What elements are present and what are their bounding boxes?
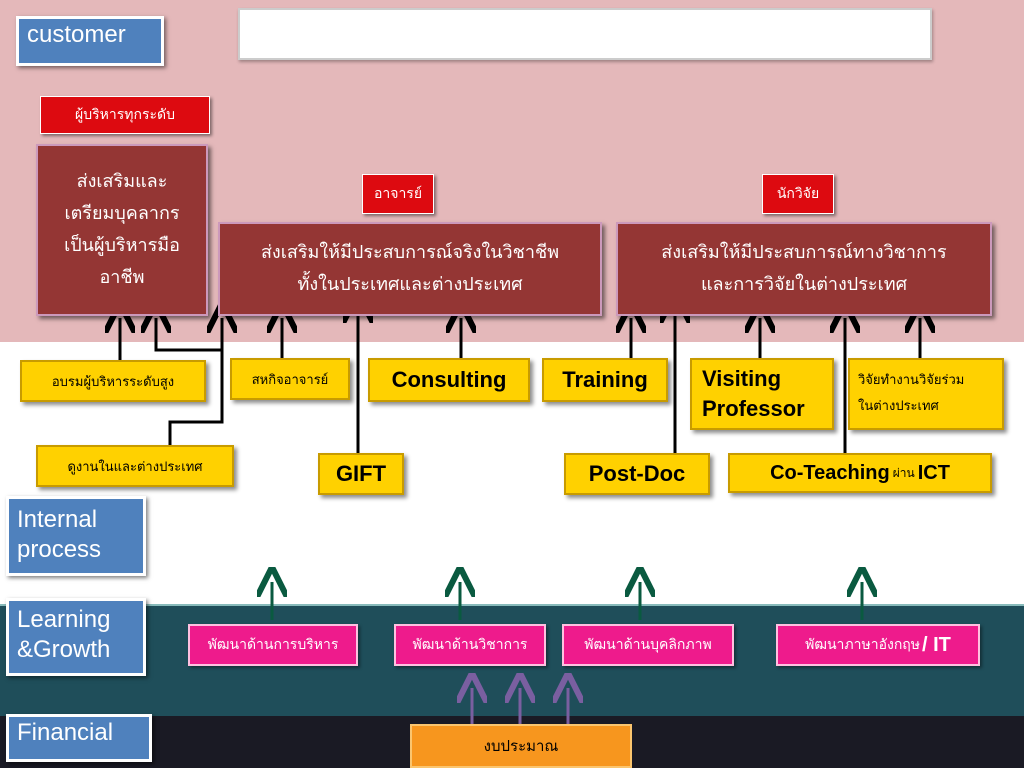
arrow-exec-elbow (156, 318, 222, 352)
joint-research-box: วิจัยทำงานวิจัยร่วม ในต่างประเทศ (848, 358, 1004, 430)
executive-goal-box: ส่งเสริมและ เตรียมบุคลากร เป็นผู้บริหารม… (36, 144, 208, 316)
colleague-box: สหกิจอาจารย์ (230, 358, 350, 400)
lecturers-label: อาจารย์ (362, 174, 434, 214)
lg-english-it-box: พัฒนาภาษาอังกฤษ / IT (776, 624, 980, 666)
lg-personality-box: พัฒนาด้านบุคลิกภาพ (562, 624, 734, 666)
consulting-box: Consulting (368, 358, 530, 402)
arrow-study-visit (168, 318, 222, 445)
exec-training-box: อบรมผู้บริหารระดับสูง (20, 360, 206, 402)
lg-management-box: พัฒนาด้านการบริหาร (188, 624, 358, 666)
lg-it-text: / IT (922, 633, 951, 656)
study-visit-box: ดูงานในและต่างประเทศ (36, 445, 234, 487)
training-box: Training (542, 358, 668, 402)
co-teaching-via: ผ่าน (892, 465, 915, 480)
co-teaching-box: Co-Teaching ผ่าน ICT (728, 453, 992, 493)
financial-perspective-label: Financial (6, 714, 152, 762)
internal-process-perspective-label: Internal process (6, 496, 146, 576)
customer-perspective-label: customer (16, 16, 164, 66)
visiting-professor-box: Visiting Professor (690, 358, 834, 430)
lg-academic-box: พัฒนาด้านวิชาการ (394, 624, 546, 666)
researcher-goal-box: ส่งเสริมให้มีประสบการณ์ทางวิชาการ และการ… (616, 222, 992, 316)
budget-box: งบประมาณ (410, 724, 632, 768)
co-teaching-text: Co-Teaching (770, 461, 890, 484)
learning-growth-perspective-label: Learning &Growth (6, 598, 146, 676)
title-bar (238, 8, 932, 60)
gift-box: GIFT (318, 453, 404, 495)
lg-english-text: พัฒนาภาษาอังกฤษ (805, 637, 921, 653)
executives-label: ผู้บริหารทุกระดับ (40, 96, 210, 134)
lecturer-goal-box: ส่งเสริมให้มีประสบการณ์จริงในวิชาชีพ ทั้… (218, 222, 602, 316)
researchers-label: นักวิจัย (762, 174, 834, 214)
post-doc-box: Post-Doc (564, 453, 710, 495)
co-teaching-ict: ICT (917, 461, 950, 484)
